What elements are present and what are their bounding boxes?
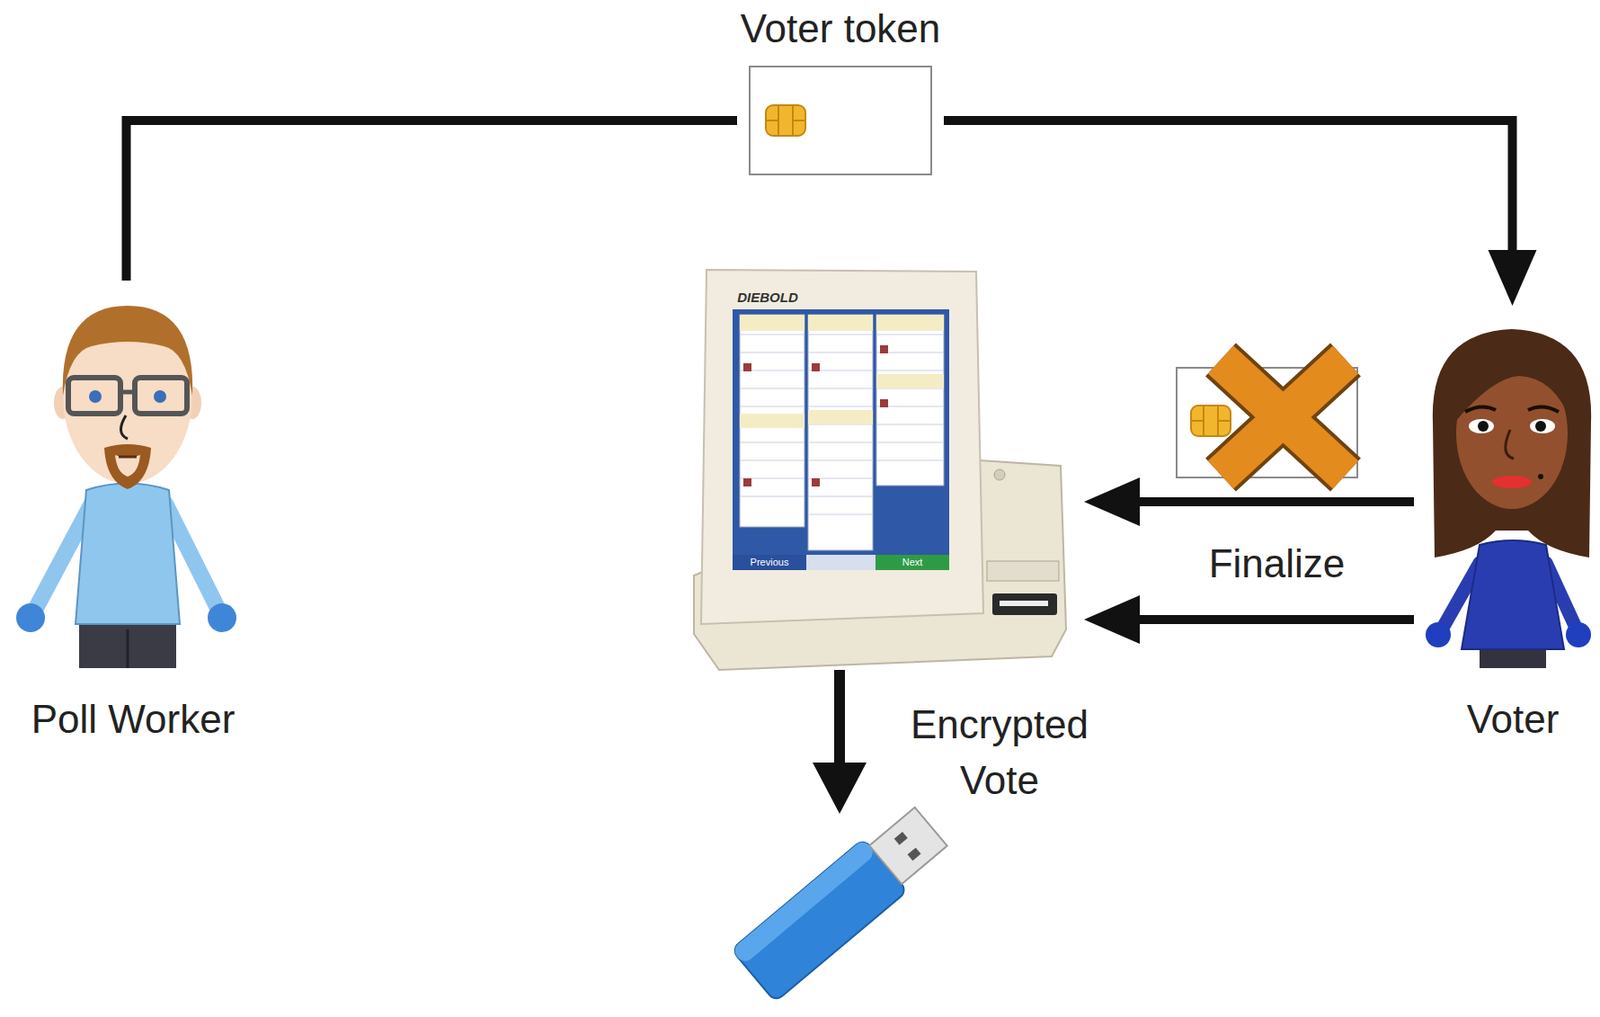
- usb-highlight: [731, 838, 877, 965]
- hand: [16, 603, 45, 632]
- connector: [126, 120, 738, 281]
- nose: [120, 415, 128, 439]
- actor-label: Poll Worker: [31, 696, 236, 743]
- touch-screen: [732, 309, 950, 570]
- selected-box: [743, 363, 752, 372]
- ballot-column: [808, 314, 873, 551]
- glasses: [68, 377, 121, 414]
- previous-button: [732, 554, 807, 570]
- arrow-head: [1084, 595, 1140, 644]
- chip-contacts: [1191, 405, 1231, 436]
- trousers: [79, 620, 177, 668]
- pupil: [1535, 420, 1547, 432]
- card-chip: [765, 105, 806, 136]
- eye: [1529, 418, 1556, 434]
- arrow-head: [1084, 477, 1140, 526]
- screen-button-text: Previous: [750, 556, 790, 569]
- output-arrow-head: [812, 762, 867, 814]
- usb-body: [731, 838, 908, 1003]
- eye: [1468, 418, 1494, 434]
- mouth: [118, 455, 137, 459]
- usb-hole: [894, 831, 908, 845]
- connector-line: [126, 120, 738, 281]
- page-indicator: [806, 554, 876, 570]
- usb-connector: [869, 807, 948, 884]
- output-arrow-line: [834, 669, 845, 765]
- goatee: [104, 444, 152, 489]
- eyebrows: [1465, 406, 1559, 412]
- poll-worker-figure: Poll Worker: [12, 305, 240, 668]
- connector-line: [1139, 497, 1414, 507]
- contest-header: [876, 314, 944, 331]
- card-chip: [1191, 405, 1231, 436]
- ballot-column: [739, 314, 805, 527]
- pupil: [1477, 420, 1489, 432]
- usb-hole: [907, 847, 922, 862]
- fringe: [1454, 354, 1572, 423]
- arrow-head: [1488, 249, 1538, 306]
- smart-card: [749, 66, 932, 175]
- contest-header: [739, 413, 805, 428]
- arrow-label: Finalize: [1205, 541, 1350, 587]
- voting-machine: DIEBOLD Previous Next: [693, 269, 1067, 668]
- dress: [1461, 540, 1565, 649]
- ballot-rows: [739, 334, 944, 515]
- machine-housing: [701, 269, 984, 624]
- beauty-mark: [1537, 473, 1544, 480]
- actor-label: Voter: [1466, 696, 1560, 743]
- hand: [1565, 622, 1592, 648]
- connector-line: [943, 120, 1513, 250]
- selected-box: [811, 478, 820, 487]
- hair: [1432, 328, 1592, 558]
- card-slot: [992, 593, 1058, 615]
- selected-box: [811, 363, 820, 372]
- screen-button-text: Next: [902, 556, 924, 569]
- selected-box: [880, 345, 889, 354]
- trouser-seam: [126, 629, 130, 668]
- contest-header: [808, 314, 873, 331]
- voter-figure: Voter: [1422, 310, 1593, 668]
- status-light: [994, 469, 1005, 480]
- token-label: Voter token: [740, 6, 942, 53]
- contest-header: [808, 409, 873, 425]
- hand: [207, 603, 237, 632]
- connector: [1084, 595, 1414, 644]
- connector-line: [1139, 614, 1414, 624]
- nose: [1505, 429, 1514, 459]
- arrow-label: Encrypted Vote: [882, 696, 1117, 809]
- contest-header: [876, 373, 944, 389]
- brand-logo: DIEBOLD: [737, 289, 799, 305]
- selected-box: [880, 399, 889, 408]
- contest-header: [739, 314, 805, 331]
- label-plate: [986, 560, 1059, 581]
- hair: [62, 305, 193, 396]
- next-button: [875, 554, 950, 570]
- cross-mark-outline: [1220, 359, 1346, 475]
- selected-box: [743, 478, 752, 487]
- connector: [943, 120, 1538, 306]
- glasses-bridge: [120, 390, 135, 395]
- eye: [153, 390, 167, 403]
- glasses: [134, 377, 187, 414]
- eye: [88, 390, 102, 403]
- connector: [1084, 477, 1414, 526]
- hand: [1425, 622, 1451, 648]
- chip-contacts: [765, 105, 806, 136]
- card-slot-opening: [999, 600, 1049, 606]
- usb-drive: [731, 800, 953, 1002]
- voter-token-card: Voter token: [749, 66, 932, 175]
- lips: [1492, 475, 1532, 489]
- shirt: [75, 483, 180, 625]
- cross-mark: [1220, 359, 1346, 475]
